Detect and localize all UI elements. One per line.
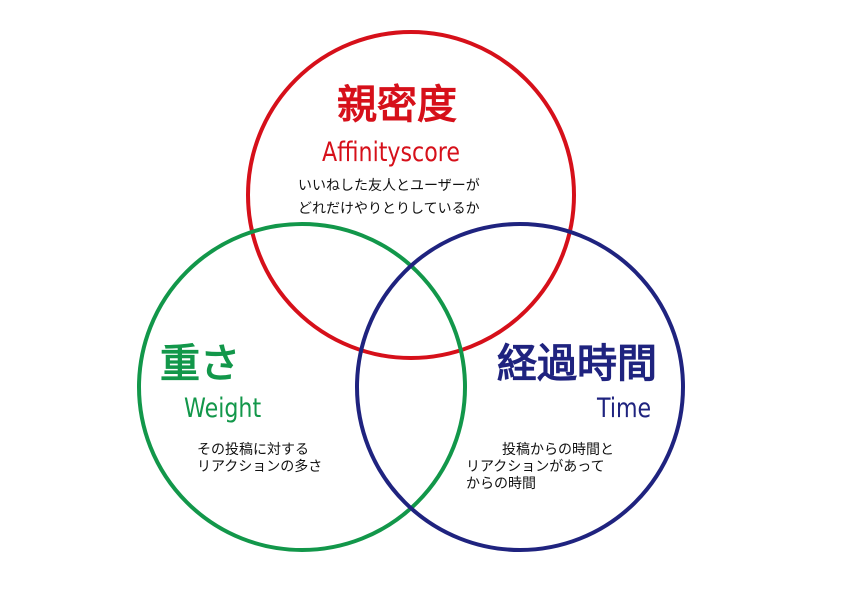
affinity-circle [246, 30, 576, 360]
weight-desc-line-1: その投稿に対する [197, 442, 309, 458]
affinity-desc-line-1: いいねした友人とユーザーが [298, 178, 480, 194]
time-description: 投稿からの時間と リアクションがあって からの時間 [466, 442, 614, 493]
affinity-title: 親密度 [337, 82, 457, 128]
weight-circle [137, 222, 467, 552]
weight-title: 重さ [160, 341, 240, 387]
time-circle [355, 222, 685, 552]
affinity-subtitle: Affinityscore [322, 137, 461, 168]
time-desc-line-1: 投稿からの時間と [502, 442, 614, 458]
time-desc-line-3: からの時間 [466, 476, 536, 492]
weight-description: その投稿に対する リアクションの多さ [197, 442, 322, 476]
affinity-desc-line-2: どれだけやりとりしているか [298, 201, 480, 217]
time-title: 経過時間 [497, 341, 657, 387]
weight-desc-line-2: リアクションの多さ [197, 459, 323, 475]
time-desc-line-2: リアクションがあって [466, 459, 605, 475]
weight-subtitle: Weight [184, 393, 262, 424]
affinity-description: いいねした友人とユーザーが どれだけやりとりしているか [298, 178, 480, 218]
time-subtitle: Time [597, 393, 652, 424]
